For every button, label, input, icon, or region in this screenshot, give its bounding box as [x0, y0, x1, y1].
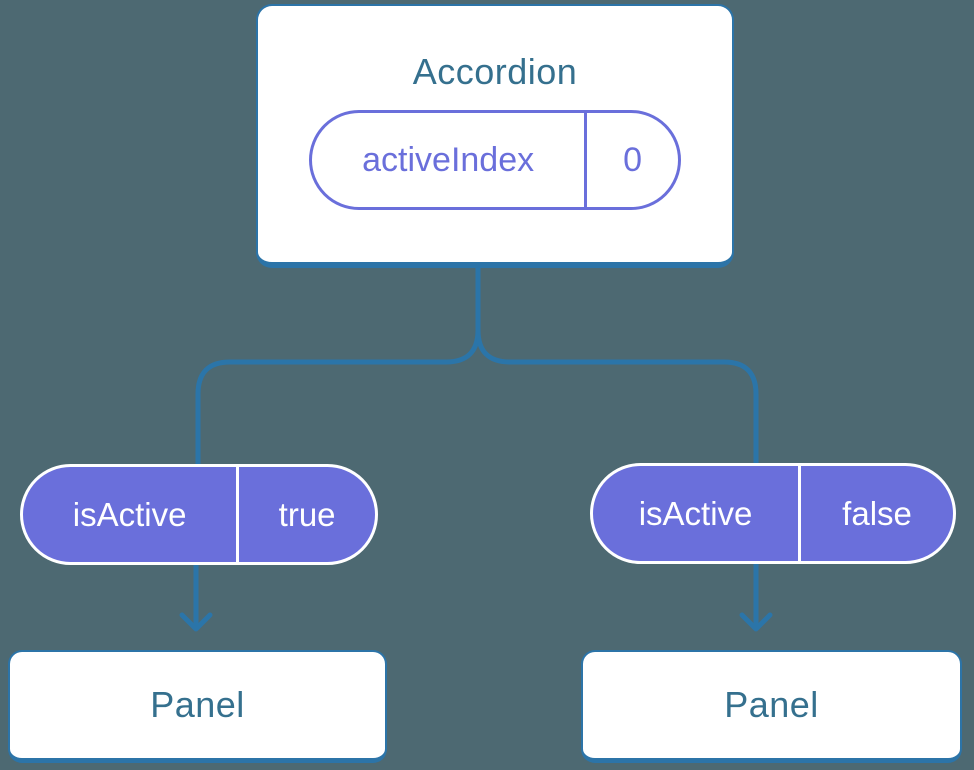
prop-pill-left: isActive true: [20, 464, 378, 565]
arrow-left: [179, 561, 213, 632]
branch-left-connector: [195, 261, 481, 471]
prop-value-right: false: [842, 494, 912, 532]
panel-node-left: Panel: [8, 650, 387, 763]
pill-divider: [584, 113, 588, 207]
branch-right-connector: [475, 261, 759, 471]
pill-divider: [236, 467, 240, 562]
accordion-node: Accordion activeIndex 0: [256, 4, 734, 268]
accordion-title: Accordion: [412, 51, 578, 92]
prop-name-left: isActive: [72, 495, 187, 533]
arrow-right: [739, 559, 773, 632]
arrow-left-head: [179, 612, 213, 632]
state-value: 0: [623, 140, 643, 179]
prop-name-right: isActive: [638, 494, 753, 532]
state-pill: activeIndex 0: [309, 110, 681, 210]
panel-title-left: Panel: [150, 684, 245, 725]
state-name: activeIndex: [362, 140, 535, 179]
prop-value-left: true: [278, 495, 336, 533]
panel-title-right: Panel: [724, 684, 819, 725]
prop-pill-right: isActive false: [590, 463, 956, 564]
pill-divider: [798, 466, 802, 561]
panel-node-right: Panel: [581, 650, 962, 763]
arrow-right-head: [739, 612, 773, 632]
